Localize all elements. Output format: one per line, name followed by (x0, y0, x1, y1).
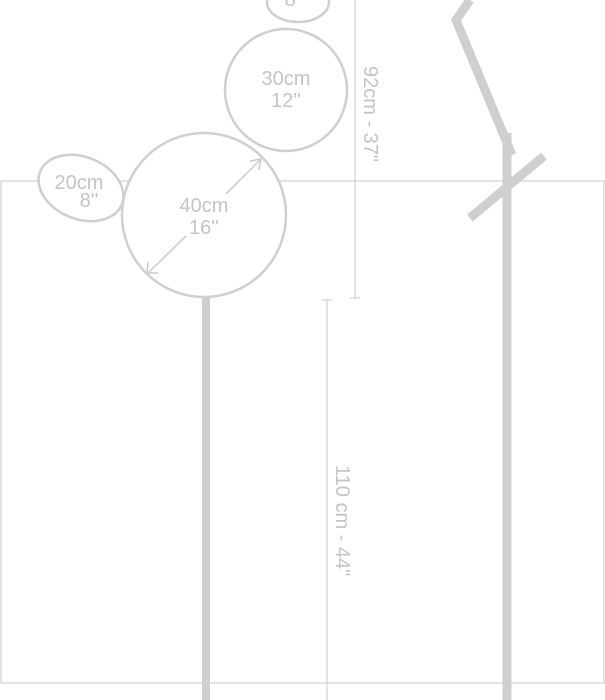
small-top-circle-label: 8'' (285, 0, 304, 11)
diameter-arrowhead-upper (249, 158, 262, 171)
stem-height-label: 110 cm - 44" (331, 465, 353, 576)
diameter-arrowhead-lower (146, 261, 158, 274)
reference-frame (0, 180, 605, 684)
circle-20cm-inch-label: 8'' (80, 190, 99, 212)
diameter-arrow-upper (225, 159, 261, 195)
circle-30cm-cm-label: 30cm (262, 68, 311, 90)
right-lamp-cross-bar (467, 152, 547, 222)
small-top-circle (265, 0, 331, 24)
circle-20cm-cm-label: 20cm (55, 172, 104, 194)
circle-30cm-inch-label: 12'' (271, 90, 301, 112)
diameter-arrow-lower (148, 235, 187, 273)
circle-40cm-cm-label: 40cm (180, 195, 229, 217)
head-height-label: 92cm - 37" (359, 66, 381, 162)
circle-30cm (223, 27, 349, 153)
circle-40cm-inch-label: 16'' (189, 217, 219, 239)
right-lamp-arm (450, 0, 517, 157)
